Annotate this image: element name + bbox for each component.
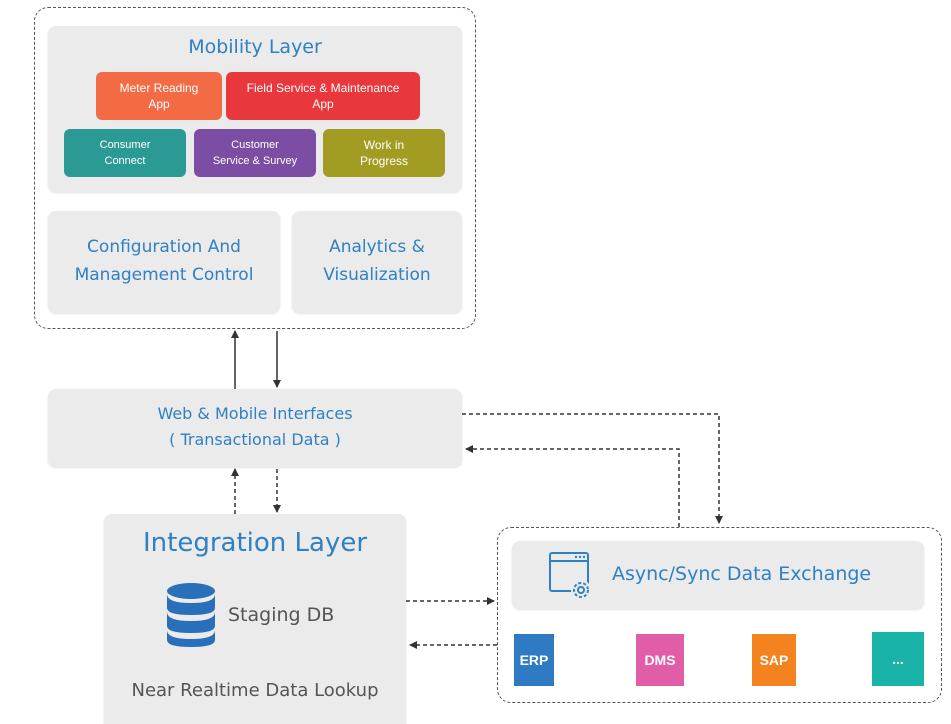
configuration-line1: Configuration And [87, 237, 241, 257]
web-line2: ( Transactional Data ) [169, 430, 341, 449]
app-label-line1: Meter Reading [119, 81, 199, 95]
analytics-line1: Analytics & [329, 237, 425, 257]
database-icon [166, 582, 216, 648]
analytics-panel: Analytics & Visualization [292, 211, 462, 313]
integration-layer-panel: Integration Layer Staging DB Near Realti… [104, 514, 406, 724]
web-mobile-label: Web & Mobile Interfaces ( Transactional … [48, 401, 462, 453]
app-customer-service[interactable]: Customer Service & Survey [194, 129, 316, 177]
configuration-panel: Configuration And Management Control [48, 211, 280, 313]
data-exchange-panel: Async/Sync Data Exchange [512, 541, 924, 609]
arrow-web-to-exchange [462, 413, 723, 524]
app-label-line1: Consumer [99, 139, 151, 151]
analytics-label: Analytics & Visualization [292, 233, 462, 289]
app-label-line2: App [148, 97, 170, 111]
web-line1: Web & Mobile Interfaces [157, 404, 353, 423]
integration-footer: Near Realtime Data Lookup [131, 680, 379, 701]
app-label-line1: Work in [363, 138, 405, 152]
configuration-label: Configuration And Management Control [48, 233, 280, 289]
app-label-line2: Connect [104, 155, 146, 167]
app-field-service[interactable]: Field Service & Maintenance App [226, 72, 420, 120]
system-erp-label: ERP [519, 652, 549, 668]
app-label-line2: Service & Survey [212, 155, 298, 167]
app-label-line1: Field Service & Maintenance [246, 81, 400, 95]
configuration-line2: Management Control [74, 265, 254, 285]
system-more-label: ... [892, 651, 904, 667]
app-meter-reading[interactable]: Meter Reading App [96, 72, 222, 120]
web-mobile-interfaces-panel: Web & Mobile Interfaces ( Transactional … [48, 389, 462, 467]
system-dms-label: DMS [644, 652, 676, 668]
system-sap-label: SAP [759, 652, 789, 668]
analytics-line2: Visualization [323, 265, 431, 285]
app-label-line1: Customer [231, 139, 279, 151]
system-dms[interactable]: DMS [636, 634, 684, 686]
mobility-layer-title: Mobility Layer [188, 36, 322, 58]
app-label-line2: Progress [359, 154, 409, 168]
window-gear-icon [548, 551, 596, 601]
data-exchange-label: Async/Sync Data Exchange [612, 563, 872, 585]
mobility-group [34, 7, 476, 329]
app-consumer-connect[interactable]: Consumer Connect [64, 129, 186, 177]
integration-layer-title: Integration Layer [142, 528, 368, 558]
app-work-in-progress[interactable]: Work in Progress [323, 129, 445, 177]
system-sap[interactable]: SAP [752, 634, 796, 686]
staging-db-label: Staging DB [228, 604, 335, 626]
system-erp[interactable]: ERP [514, 634, 554, 686]
system-more[interactable]: ... [872, 632, 924, 686]
app-label-line2: App [312, 97, 334, 111]
exchange-group [497, 527, 942, 703]
arrow-exchange-to-web [465, 445, 680, 527]
